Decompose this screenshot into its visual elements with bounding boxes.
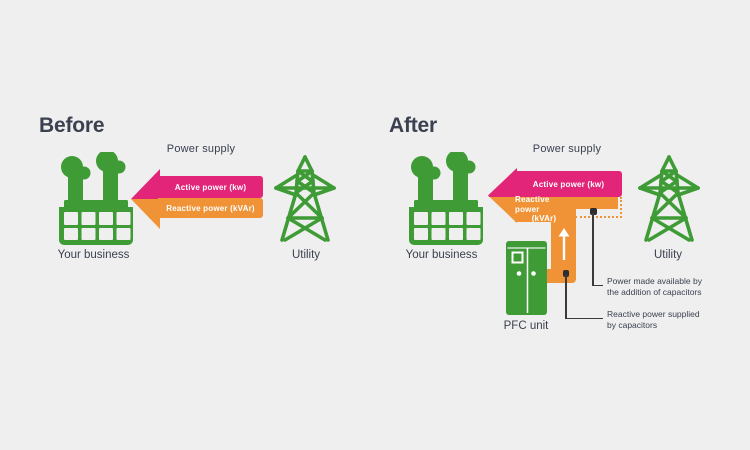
pfc-cabinet-icon [506, 241, 547, 315]
callout-capacity-line2: the addition of capacitors [607, 287, 702, 297]
transmission-tower-icon [636, 154, 702, 244]
callout-line [565, 275, 567, 319]
after-title: After [389, 114, 438, 137]
callout-capacity-text: Power made available by the addition of … [607, 276, 737, 298]
after-reactive-power-band: Reactive power (kVAr) [515, 195, 573, 224]
before-utility-label: Utility [291, 249, 321, 261]
after-active-power-band: Active power (kw) [515, 171, 622, 197]
before-title: Before [39, 114, 105, 137]
callout-line [592, 284, 603, 287]
callout-marker-dot [590, 208, 597, 215]
after-utility-label: Utility [653, 249, 683, 261]
callout-line [592, 213, 594, 286]
before-reactive-power-band: Reactive power (kVAr) [158, 198, 263, 218]
callout-marker-dot [562, 270, 569, 277]
callout-reactive-line2: by capacitors [607, 320, 658, 330]
before-reactive-power-label: Reactive power (kVAr) [166, 203, 255, 213]
callout-reactive-text: Reactive power supplied by capacitors [607, 309, 737, 331]
after-business-label: Your business [405, 249, 478, 261]
after-active-power-label: Active power (kw) [532, 179, 605, 189]
after-power-supply-label: Power supply [532, 143, 602, 155]
before-business-label: Your business [57, 249, 130, 261]
transmission-tower-icon [272, 154, 338, 244]
callout-line [565, 317, 603, 320]
before-active-power-band: Active power (kw) [158, 176, 263, 198]
power-flow-arrowhead-icon [131, 169, 160, 229]
before-power-supply-label: Power supply [166, 143, 236, 155]
reactive-power-dotted-outline [575, 197, 622, 218]
before-active-power-label: Active power (kw) [174, 182, 247, 192]
up-arrow-icon [558, 228, 570, 262]
callout-capacity-line1: Power made available by [607, 276, 702, 286]
after-reactive-power-label-line2: (kVAr) [531, 214, 557, 224]
factory-icon [55, 152, 137, 246]
after-reactive-power-label-line1: Reactive power [515, 195, 550, 214]
after-pfc-label: PFC unit [503, 320, 549, 332]
callout-reactive-line1: Reactive power supplied [607, 309, 700, 319]
after-reactive-power-thin-band [572, 197, 618, 209]
factory-icon [405, 152, 487, 246]
power-flow-arrowhead-icon [488, 168, 517, 223]
